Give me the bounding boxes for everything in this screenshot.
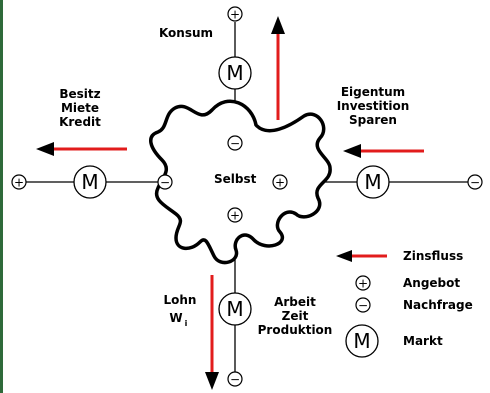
left-label-line-3: Kredit bbox=[59, 115, 101, 129]
minus-right-symbol: − bbox=[470, 176, 480, 190]
legend-demand-label: Nachfrage bbox=[403, 298, 473, 312]
minus-bottom-symbol: − bbox=[230, 373, 240, 387]
minus-right: − bbox=[467, 174, 483, 190]
bottom-left-label-line-2: W bbox=[169, 311, 182, 325]
arrow-down-red-head bbox=[205, 372, 219, 390]
green-left-edge bbox=[0, 0, 3, 393]
market-right: M bbox=[356, 165, 390, 199]
right-label-line-3: Sparen bbox=[349, 113, 397, 127]
plus-bottom: + bbox=[227, 207, 243, 223]
legend-arrow-head bbox=[336, 250, 352, 262]
plus-top: + bbox=[227, 6, 243, 22]
right-label-line-1: Eigentum bbox=[341, 85, 405, 99]
legend-plus-symbol: + bbox=[358, 277, 368, 291]
legend-market-label: Markt bbox=[403, 334, 443, 348]
market-bottom: M bbox=[218, 292, 252, 326]
plus-right-symbol: + bbox=[275, 176, 285, 190]
plus-left: + bbox=[11, 174, 27, 190]
plus-top-symbol: + bbox=[230, 8, 240, 22]
top-label: Konsum bbox=[159, 26, 213, 40]
bottom-right-label-line-3: Produktion bbox=[258, 323, 333, 337]
legend-market-circle bbox=[345, 324, 379, 358]
minus-left-symbol: − bbox=[160, 176, 170, 190]
left-label-line-2: Miete bbox=[61, 101, 99, 115]
bottom-right-label-line-2: Zeit bbox=[282, 309, 309, 323]
center-label: Selbst bbox=[214, 172, 257, 186]
arrow-left-red-head bbox=[36, 142, 54, 156]
legend-supply-label: Angebot bbox=[403, 276, 460, 290]
right-label-line-2: Investition bbox=[337, 99, 410, 113]
plus-left-symbol: + bbox=[14, 176, 24, 190]
market-left: M bbox=[73, 165, 107, 199]
minus-top-symbol: − bbox=[230, 137, 240, 151]
market-top: M bbox=[218, 56, 252, 90]
legend-market-symbol: M bbox=[353, 329, 370, 353]
legend-minus-symbol: − bbox=[358, 299, 368, 313]
market-bottom-symbol: M bbox=[226, 297, 243, 321]
legend-minus-circle bbox=[355, 297, 371, 313]
plus-right: + bbox=[272, 174, 288, 190]
bottom-left-label-subscript: i bbox=[185, 319, 188, 328]
arrow-right-red-head bbox=[343, 144, 361, 158]
self-blob bbox=[149, 99, 332, 265]
bottom-right-label-line-1: Arbeit bbox=[274, 295, 316, 309]
minus-left: − bbox=[157, 174, 173, 190]
left-label-line-1: Besitz bbox=[59, 87, 100, 101]
arrow-up-red-head bbox=[271, 16, 285, 34]
market-top-symbol: M bbox=[226, 61, 243, 85]
legend: Zinsfluss + Angebot − Nachfrage M Markt bbox=[336, 249, 473, 358]
market-right-symbol: M bbox=[364, 170, 381, 194]
plus-bottom-symbol: + bbox=[230, 209, 240, 223]
market-left-symbol: M bbox=[81, 170, 98, 194]
minus-bottom: − bbox=[227, 371, 243, 387]
minus-top: − bbox=[227, 135, 243, 151]
legend-plus-circle bbox=[355, 275, 371, 291]
legend-interest-flow-label: Zinsfluss bbox=[403, 249, 463, 263]
bottom-left-label-line-1: Lohn bbox=[164, 293, 197, 307]
